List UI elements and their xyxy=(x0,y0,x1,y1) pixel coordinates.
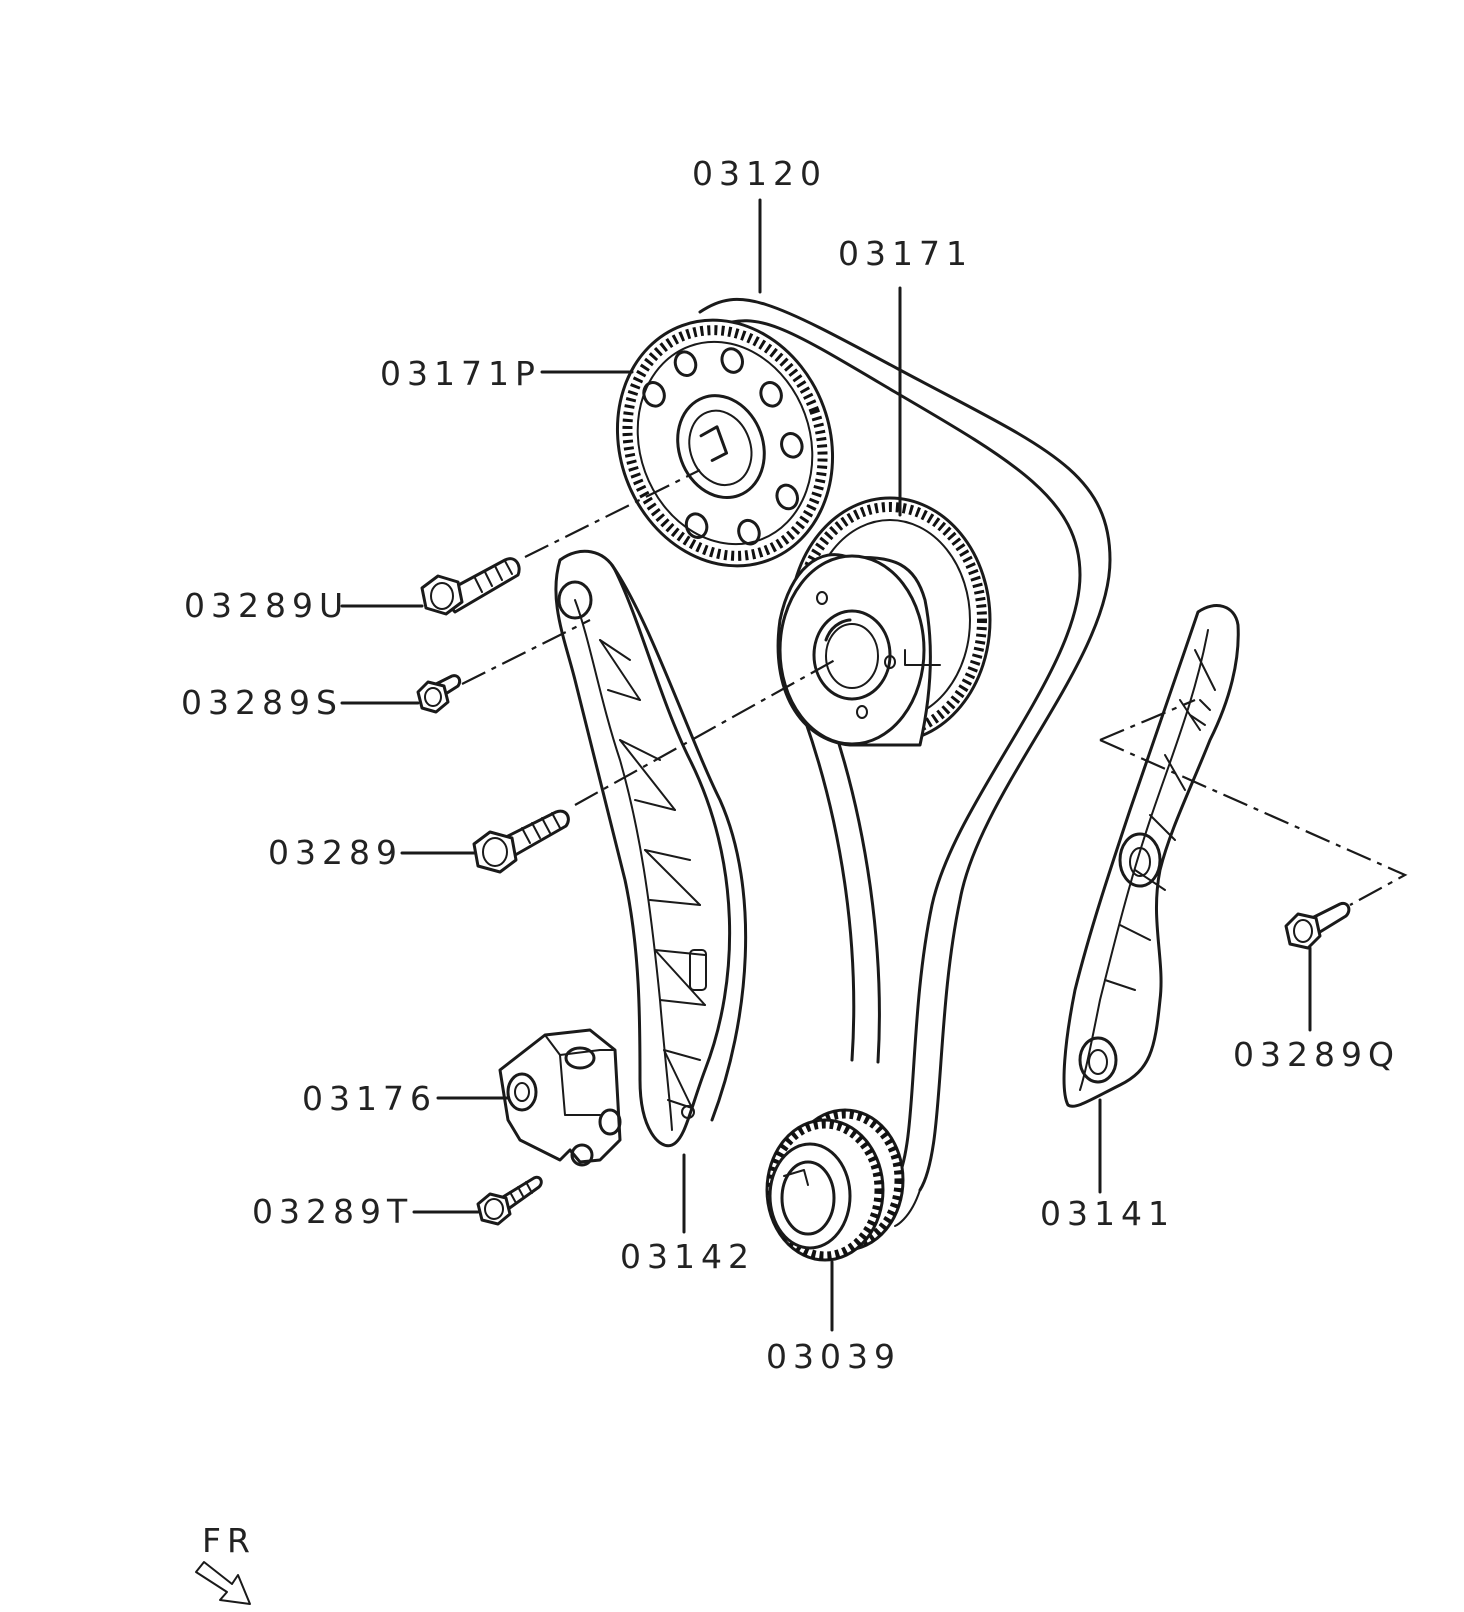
bolt-03289s xyxy=(416,674,462,714)
label-intake-sprocket: 03171P xyxy=(380,354,541,393)
chain-guide xyxy=(1062,604,1240,1108)
label-bolt-u: 03289U xyxy=(184,586,349,625)
label-bolt-s: 03289S xyxy=(181,683,343,722)
timing-chain xyxy=(698,297,1112,1227)
bolt-03289u xyxy=(420,557,521,616)
assembly-lines xyxy=(461,469,1408,906)
label-exhaust-sprocket: 03171 xyxy=(838,234,973,273)
bolt-03289t xyxy=(476,1175,543,1226)
intake-sprocket xyxy=(615,318,835,568)
fr-label: FR xyxy=(202,1521,256,1560)
exhaust-sprocket xyxy=(776,496,992,747)
chain-tensioner xyxy=(498,1028,622,1167)
front-direction-indicator: FR xyxy=(195,1521,256,1605)
label-bolt-q: 03289Q xyxy=(1233,1035,1400,1074)
label-tensioner: 03176 xyxy=(302,1079,437,1118)
label-tension-guide: 03142 xyxy=(620,1237,755,1276)
front-arrow-icon xyxy=(195,1561,251,1605)
leader-lines xyxy=(340,198,1312,1332)
bolt-03289q xyxy=(1284,901,1351,950)
label-chain-guide: 03141 xyxy=(1040,1194,1175,1233)
bolt-03289 xyxy=(472,809,570,874)
label-crank-sprocket: 03039 xyxy=(766,1337,901,1376)
label-bolt-t: 03289T xyxy=(252,1192,413,1231)
tension-lever xyxy=(554,549,748,1148)
crank-sprocket xyxy=(765,1108,905,1262)
label-bolt: 03289 xyxy=(268,833,403,872)
label-chain: 03120 xyxy=(692,154,827,193)
